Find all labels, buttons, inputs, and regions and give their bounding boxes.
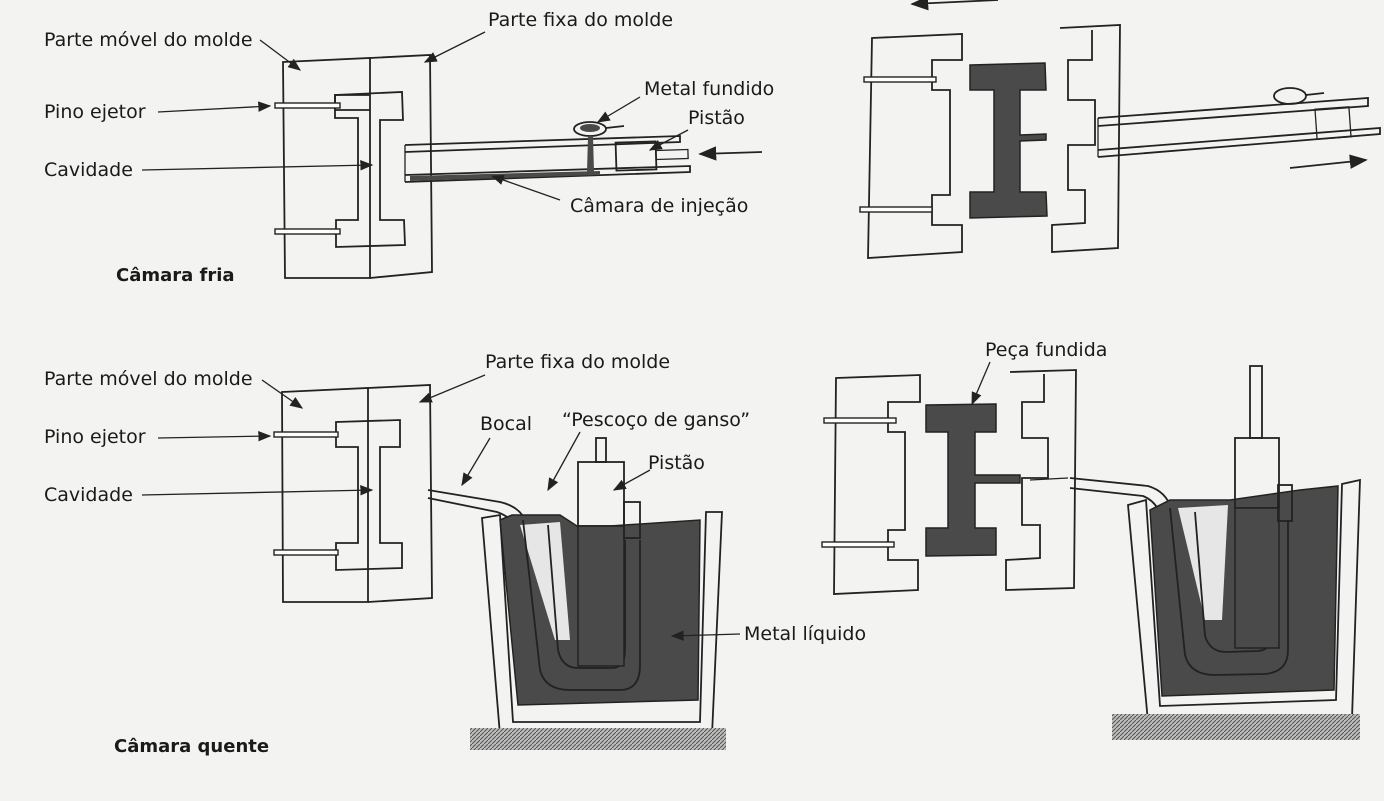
cold-cavity [334, 91, 406, 248]
hot-open-moving-half [821, 374, 921, 595]
hot-chamber-closed [273, 384, 726, 750]
hot-gooseneck-piston [577, 437, 641, 667]
hot-open-cast-part [925, 403, 1021, 557]
hot-open-fixed-half [1005, 369, 1077, 591]
cold-piston-label: Pistão [688, 107, 745, 129]
injection-chamber-label: Câmara de injeção [570, 195, 748, 217]
hot-ejector-pin-label: Pino ejetor [44, 426, 146, 448]
hot-cavity [335, 419, 403, 571]
hot-chamber-open [821, 365, 1361, 740]
hot-open-furnace-base [1112, 714, 1360, 740]
cold-push-arrow [698, 146, 763, 161]
hot-open-pot [1127, 365, 1361, 723]
hot-moving-part-label: Parte móvel do molde [44, 368, 253, 390]
hot-fixed-part-label: Parte fixa do molde [485, 351, 670, 373]
cold-labels: Parte móvel do molde Parte fixa do molde… [44, 9, 774, 286]
cold-open-injection-chamber [1097, 87, 1381, 158]
hot-labels: Parte móvel do molde Parte fixa do molde… [44, 339, 1107, 757]
cold-leaders [141, 31, 689, 201]
cold-ejector-pins [274, 102, 341, 235]
cold-piston [614, 140, 689, 172]
hot-chamber-title: Câmara quente [114, 736, 269, 757]
hot-leaders [141, 374, 741, 641]
hot-fixed-mold-half [367, 384, 433, 603]
cold-chamber-title: Câmara fria [116, 265, 235, 286]
cold-chamber-open [859, 0, 1381, 259]
gooseneck-label: “Pescoço de ganso” [562, 409, 750, 431]
cold-fixed-mold-half [369, 54, 433, 279]
hot-piston-label: Pistão [648, 452, 705, 474]
hot-furnace-base [470, 728, 726, 750]
hot-cavity-label: Cavidade [44, 484, 133, 506]
cast-part-label: Peça fundida [985, 339, 1107, 361]
cast-part-leader [971, 361, 991, 406]
cold-cavity-label: Cavidade [44, 159, 133, 181]
cold-injection-chamber [404, 135, 691, 183]
cold-chamber-closed [274, 54, 763, 279]
cold-open-fixed-half [1051, 24, 1121, 253]
cold-moving-mold-half [282, 57, 371, 279]
cold-ejector-pin-label: Pino ejetor [44, 101, 146, 123]
nozzle-label: Bocal [480, 413, 532, 435]
cold-fixed-part-label: Parte fixa do molde [488, 9, 673, 31]
cold-ladle [573, 121, 625, 172]
liquid-metal-label: Metal líquido [744, 623, 866, 645]
cold-open-cast-part [969, 62, 1048, 219]
molten-metal-label: Metal fundido [644, 78, 774, 100]
hot-ejector-pins [273, 431, 339, 556]
cold-moving-part-label: Parte móvel do molde [44, 29, 253, 51]
cold-open-moving-half [859, 33, 963, 259]
